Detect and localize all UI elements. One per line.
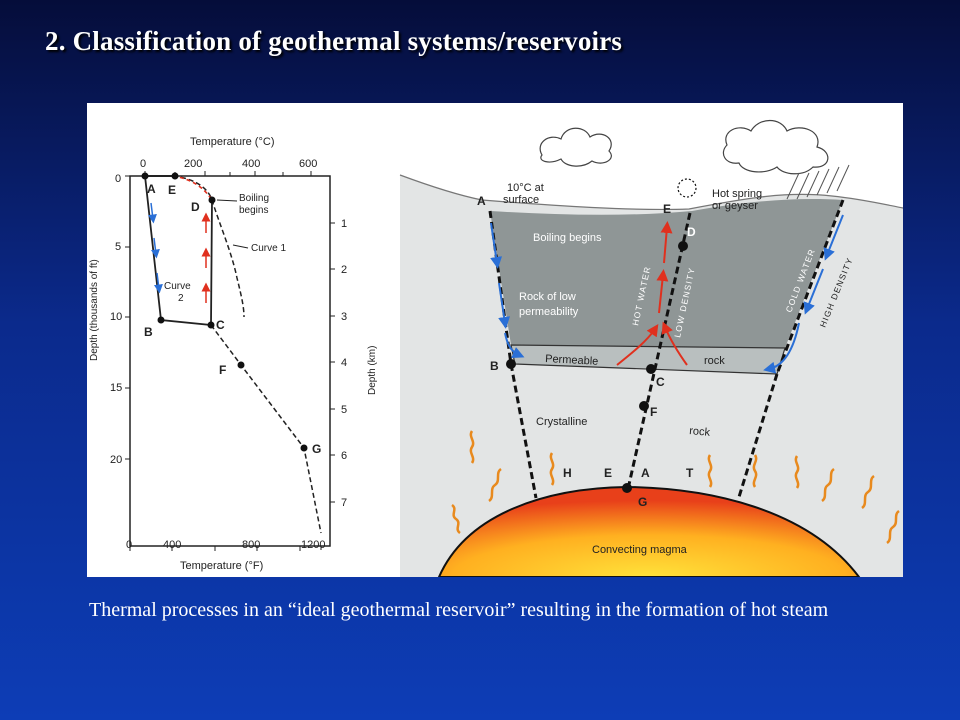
heat-letter: E bbox=[604, 466, 612, 480]
temperature-depth-graph: Temperature (°C) 0 200 400 600 0 400 800… bbox=[89, 136, 378, 572]
left-tick: 20 bbox=[110, 454, 122, 466]
right-tick: 6 bbox=[341, 450, 347, 462]
rock-low-label: permeability bbox=[519, 306, 579, 318]
graph-point-label: D bbox=[191, 200, 200, 214]
right-tick: 1 bbox=[341, 218, 347, 230]
reservoir-point-label: E bbox=[663, 202, 671, 216]
boiling-label: Boiling bbox=[239, 193, 269, 204]
left-tick: 10 bbox=[110, 311, 122, 323]
bottom-tick: 0 bbox=[126, 539, 132, 551]
left-tick: 5 bbox=[115, 241, 121, 253]
curve-2-label: 2 bbox=[178, 293, 184, 304]
boiling-label: begins bbox=[239, 205, 268, 216]
heat-letter: H bbox=[563, 466, 572, 480]
figure-caption: Thermal processes in an “ideal geotherma… bbox=[89, 599, 829, 621]
reservoir-point-label: A bbox=[477, 194, 486, 208]
permeable-label: Permeable bbox=[545, 353, 599, 368]
right-tick: 3 bbox=[341, 311, 347, 323]
reservoir-point-label: C bbox=[656, 375, 665, 389]
reservoir-cross-section: 10°C at surface Hot spring or geyser Boi… bbox=[399, 119, 903, 577]
heat-letter: A bbox=[641, 466, 650, 480]
top-tick: 200 bbox=[184, 158, 202, 170]
bottom-tick: 1200 bbox=[301, 539, 325, 551]
rock2-label: rock bbox=[689, 425, 711, 439]
surface-label: 10°C at bbox=[507, 182, 544, 194]
spring-label: or geyser bbox=[712, 200, 758, 212]
heat-letter: T bbox=[686, 466, 694, 480]
bottom-axis-title: Temperature (°F) bbox=[180, 560, 263, 572]
surface-label: surface bbox=[503, 194, 539, 206]
graph-point-label: G bbox=[312, 442, 321, 456]
graph-point-label: C bbox=[216, 318, 225, 332]
bottom-tick: 400 bbox=[163, 539, 181, 551]
left-tick: 0 bbox=[115, 173, 121, 185]
slide-title: 2. Classification of geothermal systems/… bbox=[45, 26, 623, 56]
right-tick: 4 bbox=[341, 357, 347, 369]
graph-point-label: B bbox=[144, 325, 153, 339]
curve-2 bbox=[144, 175, 213, 326]
reservoir-point-label: F bbox=[650, 405, 657, 419]
left-tick: 15 bbox=[110, 382, 122, 394]
geothermal-figure: Temperature (°C) 0 200 400 600 0 400 800… bbox=[87, 103, 903, 577]
curve-1-label: Curve 1 bbox=[251, 243, 286, 254]
boiling-begins-label: Boiling begins bbox=[533, 232, 602, 244]
right-tick: 7 bbox=[341, 497, 347, 509]
left-axis-title: Depth (thousands of ft) bbox=[89, 259, 100, 361]
bottom-tick: 800 bbox=[242, 539, 260, 551]
graph-point-label: F bbox=[219, 363, 226, 377]
crystalline-label: Crystalline bbox=[536, 416, 587, 428]
top-tick: 400 bbox=[242, 158, 260, 170]
graph-point-label: A bbox=[147, 182, 156, 196]
rock-label: rock bbox=[704, 355, 725, 367]
top-tick: 600 bbox=[299, 158, 317, 170]
top-tick: 0 bbox=[140, 158, 146, 170]
graph-point-label: E bbox=[168, 183, 176, 197]
reservoir-point-label: G bbox=[638, 495, 647, 509]
rock-low-label: Rock of low bbox=[519, 291, 576, 303]
curve-2-label: Curve bbox=[164, 281, 191, 292]
reservoir-point-label: B bbox=[490, 359, 499, 373]
reservoir-point-label: D bbox=[687, 225, 696, 239]
magma-label: Convecting magma bbox=[592, 544, 688, 556]
spring-label: Hot spring bbox=[712, 188, 762, 200]
top-axis-title: Temperature (°C) bbox=[190, 136, 274, 148]
right-tick: 2 bbox=[341, 264, 347, 276]
curve-1 bbox=[172, 175, 245, 318]
right-tick: 5 bbox=[341, 404, 347, 416]
right-axis-title: Depth (km) bbox=[367, 346, 378, 395]
